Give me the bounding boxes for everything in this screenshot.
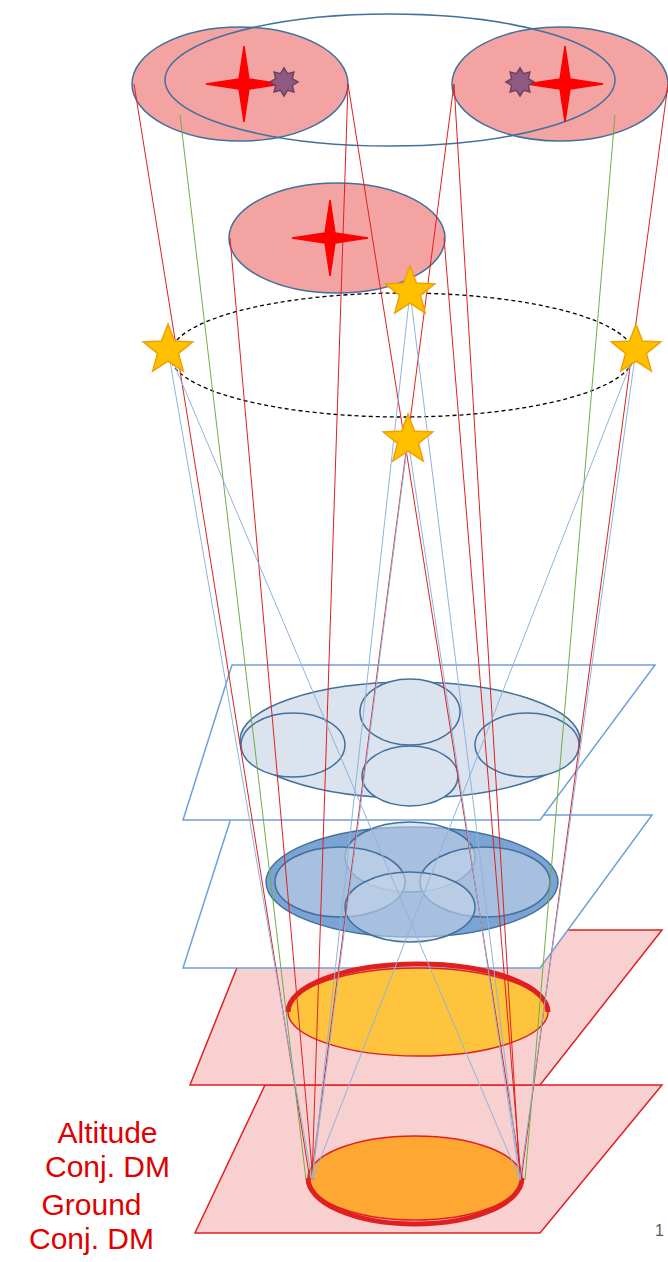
natural-guide-star <box>506 68 534 96</box>
laser-guide-star <box>611 324 660 371</box>
laser-guide-star <box>143 324 192 371</box>
light-ray <box>521 84 668 1180</box>
guide-star-ray <box>312 440 408 1180</box>
light-ray <box>444 238 521 1180</box>
guide-star-ray <box>168 350 520 1180</box>
guide-star-ray <box>312 350 636 1180</box>
guide-star-ray <box>168 350 312 1180</box>
light-ray <box>230 238 313 1180</box>
guide-star-ray <box>410 292 520 1180</box>
dm-label: Ground Conj. DM <box>14 1188 169 1256</box>
page-number: 1 <box>644 1222 664 1240</box>
natural-guide-star <box>270 68 298 96</box>
field-of-view <box>165 14 615 146</box>
science-target <box>292 200 368 276</box>
laser-guide-star <box>385 266 434 313</box>
ground-dm-plane <box>195 1085 662 1233</box>
science-field <box>132 27 348 141</box>
ground-dm-rim <box>308 1178 522 1224</box>
guide-star-ring <box>170 293 634 417</box>
light-ray <box>348 84 522 1180</box>
subpupil <box>362 746 458 806</box>
guide-star-ray <box>408 440 520 1180</box>
light-ray <box>180 115 306 1180</box>
light-ray <box>454 84 520 1180</box>
ground-dm <box>308 1136 522 1220</box>
subpupil <box>345 872 475 942</box>
wfs-plane <box>183 815 652 968</box>
subpupil <box>241 713 345 777</box>
laser-guide-star <box>383 414 432 461</box>
dm-label: Altitude Conj. DM <box>30 1116 185 1184</box>
science-target <box>206 46 282 122</box>
light-ray <box>525 115 615 1180</box>
guide-star-ray <box>520 350 636 1180</box>
science-target <box>527 46 603 122</box>
guide-star-ray <box>312 292 410 1180</box>
